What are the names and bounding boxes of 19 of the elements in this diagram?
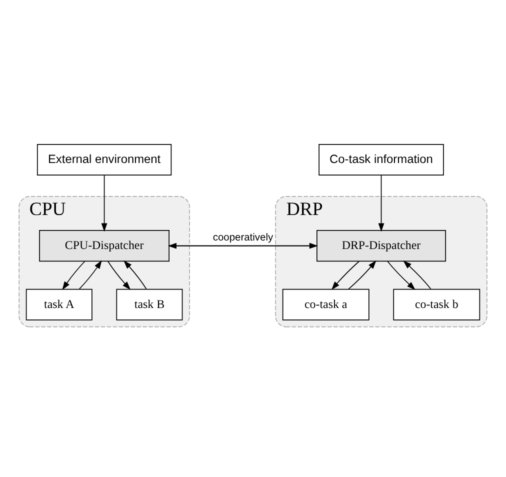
node-box: co-task a xyxy=(282,288,370,320)
node-box: Co-task information xyxy=(318,143,444,176)
arrow xyxy=(101,174,108,232)
arrow xyxy=(62,260,86,290)
node-box: External environment xyxy=(36,143,172,176)
arrow xyxy=(124,260,147,289)
arrow xyxy=(331,260,360,290)
node-box: task B xyxy=(116,288,183,320)
arrow xyxy=(403,260,432,289)
node-box: CPU-Dispatcher xyxy=(39,230,170,262)
arrow xyxy=(387,260,416,290)
arrow xyxy=(78,260,102,289)
arrow xyxy=(348,260,376,290)
edge-label: cooperatively xyxy=(212,232,274,243)
node-box: DRP-Dispatcher xyxy=(316,230,446,262)
arrow xyxy=(378,174,384,232)
arrow xyxy=(108,260,131,290)
node-box: co-task b xyxy=(393,288,480,320)
node-box: task A xyxy=(26,288,92,320)
